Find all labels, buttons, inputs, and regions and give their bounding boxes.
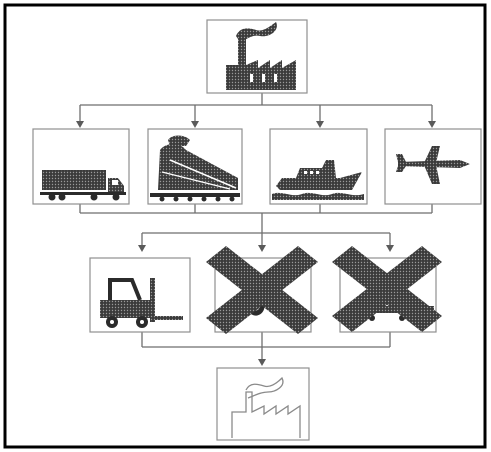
truck-node bbox=[33, 129, 129, 204]
trolley-node bbox=[332, 246, 442, 332]
forklift-node bbox=[90, 258, 190, 332]
train-node bbox=[148, 129, 242, 204]
connector-transport-to-handling bbox=[80, 204, 432, 252]
factory-node bbox=[207, 20, 307, 93]
airplane-node bbox=[385, 129, 481, 204]
destination-factory-node bbox=[217, 368, 309, 440]
connector-handling-to-destination bbox=[142, 332, 390, 366]
crane-hook-node bbox=[206, 246, 318, 334]
connector-source-to-transport bbox=[76, 93, 436, 128]
ship-node bbox=[270, 129, 367, 204]
